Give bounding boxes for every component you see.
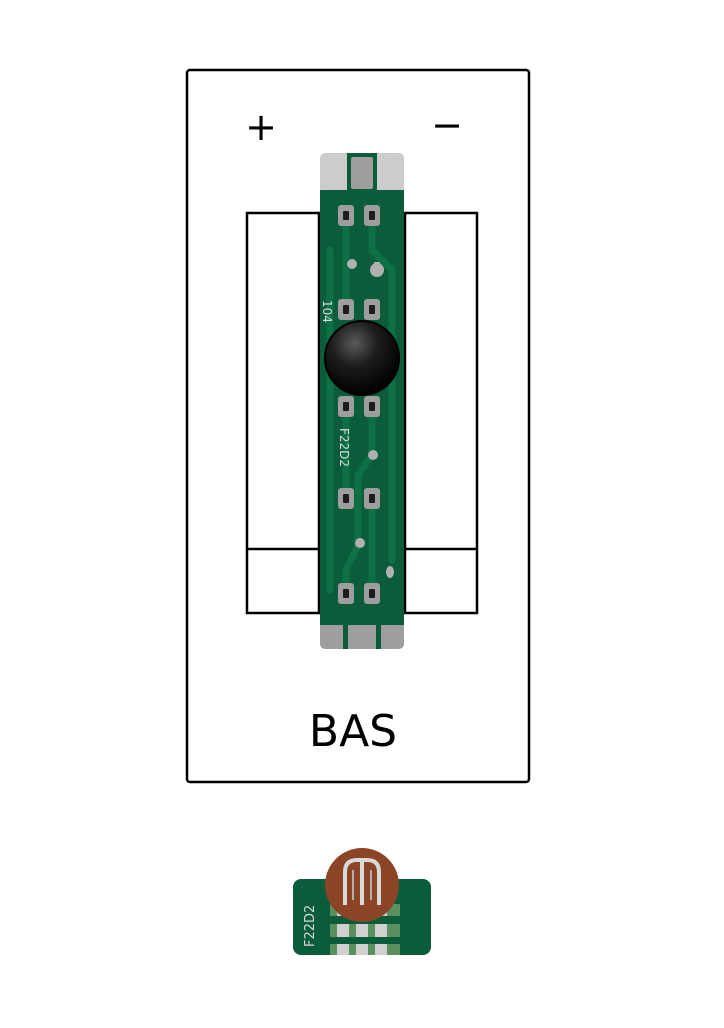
slider-knob[interactable] [324, 320, 400, 396]
right-slider-track [403, 211, 479, 615]
pcb-vias [347, 259, 394, 578]
minus-label: − [431, 103, 463, 147]
plus-label: + [245, 105, 277, 149]
slider-pcb: 104 F22D2 [320, 153, 404, 649]
pcb-pads [338, 205, 380, 604]
pcb-label-top: 104 [320, 300, 334, 323]
trimmer-footprint: F22D2 [293, 848, 431, 955]
footprint-label: F22D2 [303, 905, 318, 947]
pcb-label-bottom: F22D2 [337, 428, 351, 467]
pcb-traces [326, 210, 396, 599]
left-slider-track [245, 211, 321, 615]
panel-title: BAS [309, 706, 397, 757]
